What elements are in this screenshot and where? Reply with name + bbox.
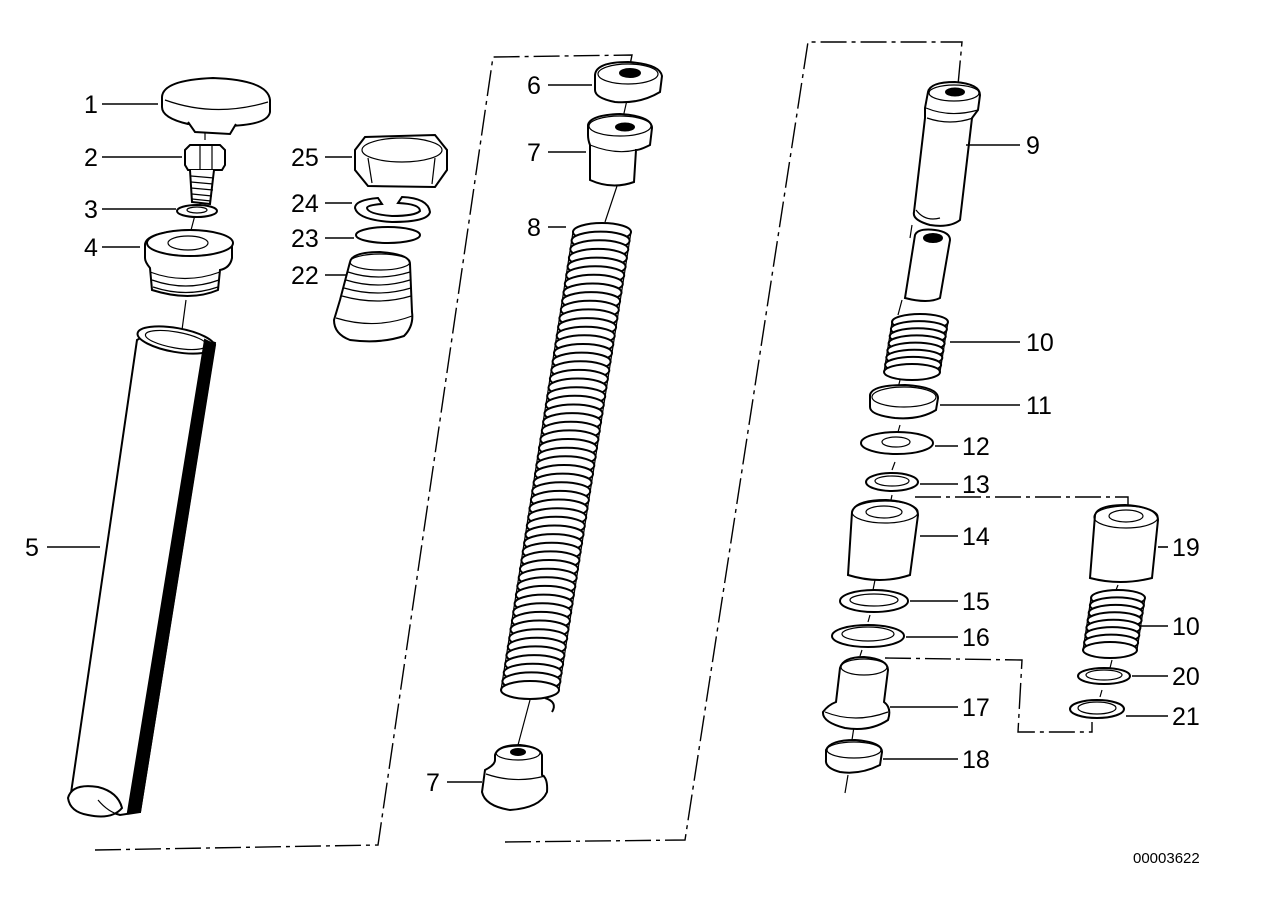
part-12-washer — [860, 431, 934, 455]
callout-16: 16 — [962, 624, 990, 652]
callout-7-bottom: 7 — [426, 769, 440, 797]
part-16-seal-ring — [831, 624, 905, 648]
part-5-fork-tube — [66, 325, 217, 818]
callout-6: 6 — [527, 72, 541, 100]
leader-lines — [47, 84, 1168, 783]
part-14-sleeve — [846, 498, 920, 581]
part-22-threaded-adapter — [332, 250, 414, 343]
assembly-boundary-middle — [504, 41, 963, 843]
callout-13: 13 — [962, 471, 990, 499]
callout-7-top: 7 — [527, 139, 541, 167]
callout-8: 8 — [527, 214, 541, 242]
callout-14: 14 — [962, 523, 990, 551]
part-17-bushing — [821, 655, 891, 730]
callout-25: 25 — [291, 144, 319, 172]
part-7-spring-seat-top — [587, 112, 654, 187]
part-9-damper-rod — [912, 80, 982, 227]
part-11-ring — [869, 383, 940, 420]
callout-21: 21 — [1172, 703, 1200, 731]
part-20-ring — [1077, 667, 1131, 685]
part-9-rod-segment — [903, 228, 952, 302]
assembly-boundary-right-upper — [915, 496, 1129, 510]
part-8-main-spring — [500, 222, 632, 713]
assembly-boundary-right-lower — [884, 657, 1093, 733]
part-1-cap — [161, 76, 271, 136]
part-19-sleeve — [1088, 503, 1160, 583]
callout-5: 5 — [25, 534, 39, 562]
callout-15: 15 — [962, 588, 990, 616]
callout-24: 24 — [291, 190, 319, 218]
spring-outline — [500, 231, 632, 691]
callout-23: 23 — [291, 225, 319, 253]
axis-right — [844, 224, 913, 794]
part-23-o-ring — [355, 226, 421, 244]
part-25-top-nut — [354, 133, 448, 189]
spring-coil — [883, 363, 941, 381]
callout-10-lower: 10 — [1172, 613, 1200, 641]
part-13-ring — [865, 472, 919, 492]
part-2-bolt — [184, 144, 226, 206]
diagram-reference-number: 00003622 — [1133, 850, 1200, 867]
part-15-ring — [839, 589, 909, 613]
callout-18: 18 — [962, 746, 990, 774]
callout-22: 22 — [291, 262, 319, 290]
part-3-washer — [176, 204, 218, 218]
callout-1: 1 — [84, 91, 98, 119]
callout-10-upper: 10 — [1026, 329, 1054, 357]
part-6-cup — [594, 60, 664, 104]
callout-19: 19 — [1172, 534, 1200, 562]
spring-end-hook — [544, 697, 555, 713]
callout-17: 17 — [962, 694, 990, 722]
spring-outline — [1082, 597, 1146, 651]
part-24-circlip — [353, 195, 432, 224]
part-10-spring-upper — [883, 313, 949, 381]
callout-9: 9 — [1026, 132, 1040, 160]
part-4-bushing — [144, 228, 234, 297]
callout-20: 20 — [1172, 663, 1200, 691]
spring-outline — [883, 321, 949, 373]
callout-12: 12 — [962, 433, 990, 461]
spring-coil — [1082, 641, 1138, 659]
part-21-seal-ring — [1069, 699, 1125, 719]
part-10-spring-lower — [1082, 589, 1146, 659]
callout-11: 11 — [1026, 392, 1052, 420]
spring-coil — [500, 680, 560, 700]
callout-2: 2 — [84, 144, 98, 172]
part-18-ring — [824, 738, 884, 774]
callout-4: 4 — [84, 234, 98, 262]
callout-3: 3 — [84, 196, 98, 224]
part-7-spring-seat-bottom — [480, 743, 549, 812]
